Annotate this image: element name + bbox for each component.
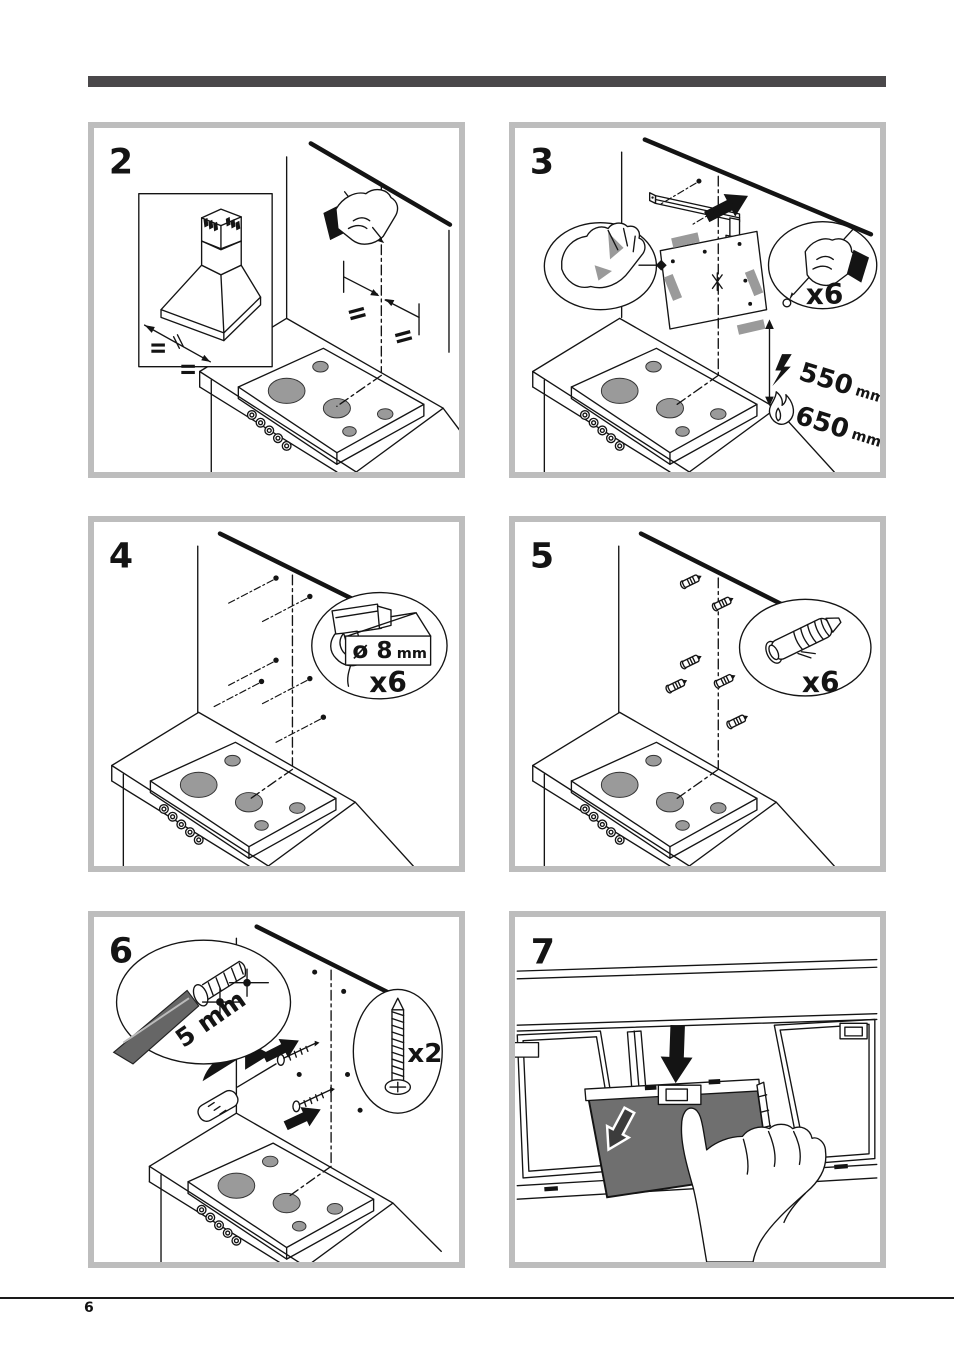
width-dimension-marks [143,324,211,375]
electric-clearance-unit: mm [853,383,880,407]
right-grease-filter [773,1018,876,1166]
countertop-and-hob [148,1112,442,1262]
step-number: 5 [530,536,554,576]
center-distance-marks [201,968,269,1017]
insert-arrow-icon [283,1107,321,1131]
release-arrow-icon [605,1106,636,1152]
step-number: 2 [109,142,133,182]
step-5-panel: x6 5 [509,516,886,872]
page-top-rule [88,76,886,87]
clearance-dimension: 550 mm 650 mm [765,319,880,451]
step-7-panel: 7 [509,911,886,1268]
hand-with-pencil-icon [323,188,399,245]
filter-clip [708,1079,721,1085]
gas-clearance-unit: mm [849,427,880,451]
wall-plugs-in-holes [665,574,749,730]
cooker-hood-inset [138,193,273,375]
hob-knobs [196,1204,242,1246]
screw-icon [384,997,412,1096]
footer-rule [0,1297,954,1299]
step-7-illustration: 7 [515,932,878,1262]
step-number: 6 [109,931,133,971]
wall-plug-callout: x6 [738,598,872,699]
page-number: 6 [84,1300,94,1316]
kitchen-scene [111,531,430,866]
holes-count-label: x6 [369,666,407,699]
wall-plug-icon [713,673,736,689]
screw-protrusion-callout: 5 mm [112,939,292,1065]
hob-knobs [246,409,292,451]
countertop-and-hob [532,317,835,472]
centerline-dimension-marks [342,260,420,344]
leader-diamond [655,259,667,271]
wall-plug-icon [665,678,688,694]
marks-count-label: x6 [806,278,844,311]
countertop-and-hob [111,711,414,866]
wall-reference-dots [659,178,734,226]
wall-plug-icon [711,596,734,612]
step-3-panel: x6 550 mm 650 mm 3 [509,122,886,478]
wall-plug-icon [679,654,702,670]
countertop-and-hob [532,711,835,866]
step-6-illustration: 5 mm x2 6 [109,924,443,1262]
flame-icon [768,391,795,425]
screw-count-callout: x2 [352,988,443,1114]
wall-reference-dots [296,969,363,1113]
drill-diameter-label: ø 8 [352,637,392,664]
cooker-hood-drawing [160,208,262,342]
step-6-panel: 5 mm x2 6 [88,911,465,1268]
insert-arrow-icon [704,193,749,223]
lightning-icon [772,354,793,386]
hob-knobs [579,409,625,451]
adhesive-tape-strips [663,232,766,335]
screws-count-label: x2 [407,1039,442,1069]
plugs-count-label: x6 [802,666,840,699]
equals-mark [394,330,413,344]
filter-clip [644,1084,657,1091]
step-number: 3 [530,142,554,182]
press-down-arrow-icon [660,1024,693,1084]
electric-clearance-value: 550 [795,357,856,402]
drill-callout: ø 8 mm x6 [311,591,448,700]
template-center-mark [711,272,723,292]
wall-plug-icon [726,714,749,730]
step-3-illustration: x6 550 mm 650 mm 3 [530,137,880,472]
marking-hand-callout: x6 [767,221,878,311]
drilling-template [659,230,768,335]
screw-icon [292,1087,335,1113]
drill-diameter-unit: mm [397,646,427,662]
step-number: 7 [531,932,555,972]
hob-knobs [579,803,625,845]
step-2-panel: 2 [88,122,465,478]
drill-hole-marks [213,575,327,743]
hand-icon [680,1107,827,1262]
step-4-illustration: ø 8 mm x6 4 [109,531,448,866]
pressing-hand-icon [561,222,646,289]
filter-latch [657,1084,702,1106]
gas-clearance-value: 650 [792,401,853,446]
equals-mark [348,306,366,321]
hob-knobs [158,803,204,845]
wall-plug-icon [679,574,702,590]
step-4-panel: ø 8 mm x6 4 [88,516,465,872]
wall-plug-large-icon [765,617,842,664]
step-5-illustration: x6 5 [530,531,872,866]
step-2-illustration: 2 [109,141,459,472]
kitchen-scene [532,137,874,472]
step-number: 4 [109,536,133,576]
marking-pencil-hand-icon [782,225,870,308]
screwdriver-tip-icon [112,960,247,1065]
insert-arrow-icon [262,1038,299,1063]
kitchen-scene [148,924,442,1262]
pressing-hand-callout [543,222,667,311]
